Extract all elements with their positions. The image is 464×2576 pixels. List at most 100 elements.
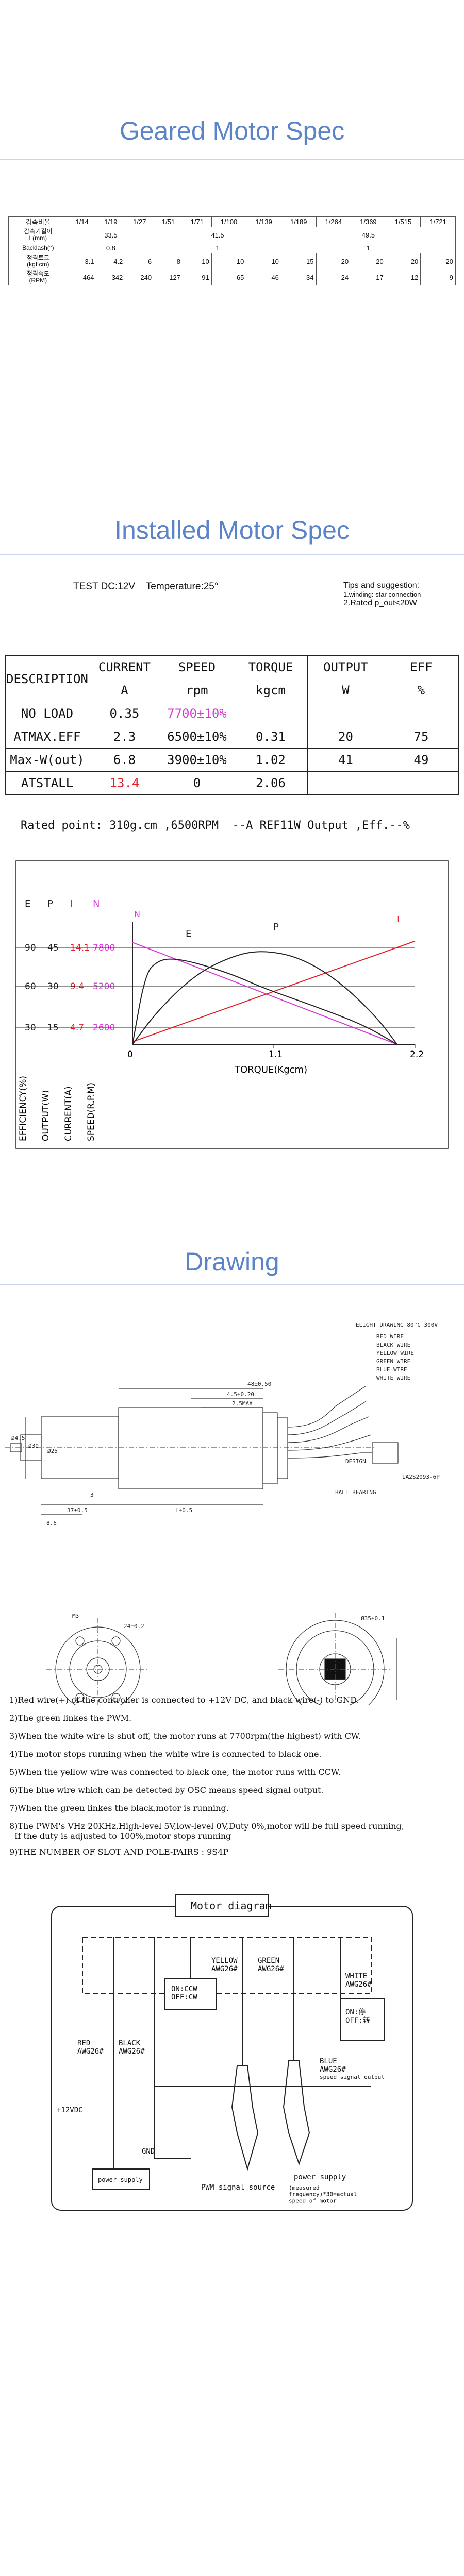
pcb-plate	[277, 1417, 288, 1479]
table-cell: 1	[154, 243, 281, 253]
table-cell: 49.5	[280, 227, 456, 243]
note-line: 2)The green linkes the PWM.	[9, 1713, 132, 1723]
row-label: 정격속도 (RPM)	[8, 269, 68, 285]
wire-label: YELLOW WIRE	[376, 1350, 414, 1357]
signal-probe	[283, 2060, 310, 2166]
table-cell: 6.8	[88, 748, 160, 772]
row-label: 정격토크 (kgf.cm)	[8, 253, 68, 269]
dim-label: 2.5MAX	[232, 1400, 253, 1407]
connector-body	[372, 1442, 399, 1464]
x-tick-label: 1.1	[269, 1049, 283, 1060]
table-cell: 65	[211, 269, 247, 285]
motor-boundary	[82, 1937, 372, 1994]
header-cell: SPEED	[159, 655, 234, 679]
connector-title: ELIGHT DRAWING 80°C 300V	[356, 1321, 438, 1328]
unit-cell: %	[383, 679, 459, 702]
column-header: N	[93, 899, 100, 909]
curve-label-speed: N	[134, 909, 140, 919]
table-cell: 20	[351, 253, 386, 269]
geared-title: Geared Motor Spec	[119, 116, 345, 145]
diagram-title: Motor diagram	[191, 1900, 272, 1912]
gnd-label: GND	[142, 2147, 155, 2156]
note-line: 3)When the white wire is shut off, the m…	[9, 1731, 361, 1741]
unit-cell: rpm	[159, 679, 234, 702]
motor-spec-table: DESCRIPTION CURRENT SPEED TORQUE OUTPUT …	[5, 655, 459, 795]
pwm-probe	[231, 2065, 259, 2171]
dim-label: 37±0.5	[67, 1507, 88, 1514]
header-cell: 1/51	[154, 216, 183, 227]
column-header: I	[70, 899, 73, 909]
table-cell: 1	[280, 243, 456, 253]
table-cell: 0.31	[233, 725, 308, 749]
table-cell: 75	[383, 725, 459, 749]
table-row: ATMAX.EFF 2.3 6500±10% 0.31 20 75	[5, 725, 459, 749]
series-line-p	[132, 951, 397, 1045]
table-cell: 0.35	[88, 702, 160, 725]
header-cell: 1/264	[316, 216, 352, 227]
series-line-e	[132, 958, 397, 1045]
header-cell: DESCRIPTION	[5, 655, 89, 702]
x-axis-label: TORQUE(Kgcm)	[234, 1064, 307, 1075]
table-cell: 6	[125, 253, 155, 269]
chart-frame	[15, 860, 449, 1149]
table-row: NO LOAD 0.35 7700±10%	[5, 702, 459, 725]
header-cell: 1/515	[385, 216, 421, 227]
dim-label: 3	[90, 1492, 94, 1498]
wire-bundle	[287, 1385, 367, 1428]
table-cell: Max-W(out)	[5, 748, 89, 772]
table-cell: 20	[307, 725, 384, 749]
note-line: 7)When the green linkes the black,motor …	[9, 1803, 229, 1813]
power-supply-2-label: power supply	[294, 2173, 346, 2181]
note-line: 9)THE NUMBER OF SLOT AND POLE-PAIRS : 9S…	[9, 1847, 229, 1857]
header-cell: 1/139	[246, 216, 281, 227]
table-cell	[307, 771, 384, 795]
table-cell	[233, 702, 308, 725]
column-header: P	[47, 899, 53, 909]
header-cell: 1/721	[420, 216, 456, 227]
white-switch-box	[340, 1998, 385, 2041]
curve-label-current: I	[397, 914, 400, 925]
power-supply-box	[92, 2168, 150, 2190]
table-cell: 10	[211, 253, 247, 269]
table-cell: 34	[280, 269, 317, 285]
motor-drawing: ELIGHT DRAWING 80°C 300V RED WIRE BLACK …	[5, 1321, 440, 1705]
unit-cell: A	[88, 679, 160, 702]
tips-title: Tips and suggestion:	[343, 581, 420, 590]
installed-title: Installed Motor Spec	[114, 516, 350, 545]
table-row: DESCRIPTION CURRENT SPEED TORQUE OUTPUT …	[5, 655, 459, 702]
table-cell: 24	[316, 269, 352, 285]
row-label: Backlash(°)	[8, 243, 68, 253]
header-cell: 1/100	[211, 216, 247, 227]
table-cell: 13.4	[88, 771, 160, 795]
table-cell: 20	[385, 253, 421, 269]
table-row: 감속기길이 L(mm) 33.5 41.5 49.5	[8, 227, 456, 243]
wire-label: GREEN WIRE	[376, 1358, 410, 1365]
curve-label-power: P	[273, 922, 279, 933]
vdc-label: +12VDC	[57, 2106, 83, 2114]
table-row: ATSTALL 13.4 0 2.06	[5, 771, 459, 795]
wire-label: BLUE WIRE	[376, 1366, 407, 1373]
header-cell: EFF	[383, 655, 459, 679]
table-cell: 2.06	[233, 771, 308, 795]
x-tick-label: 0	[127, 1049, 133, 1060]
table-cell: 9	[420, 269, 456, 285]
table-cell: NO LOAD	[5, 702, 89, 725]
wire-label: WHITE WIRE	[376, 1375, 410, 1381]
table-cell: 0	[159, 771, 234, 795]
table-cell: 15	[280, 253, 317, 269]
table-cell: 1.02	[233, 748, 308, 772]
dim-label: M3	[72, 1613, 79, 1619]
header-cell: 감속비율	[8, 216, 68, 227]
curve-label-efficiency: E	[186, 928, 191, 939]
test-conditions: TEST DC:12V Temperature:25°	[73, 581, 219, 592]
table-cell: 240	[125, 269, 155, 285]
table-cell: 20	[316, 253, 352, 269]
tips-line: 1.winding: star connection	[343, 590, 421, 598]
